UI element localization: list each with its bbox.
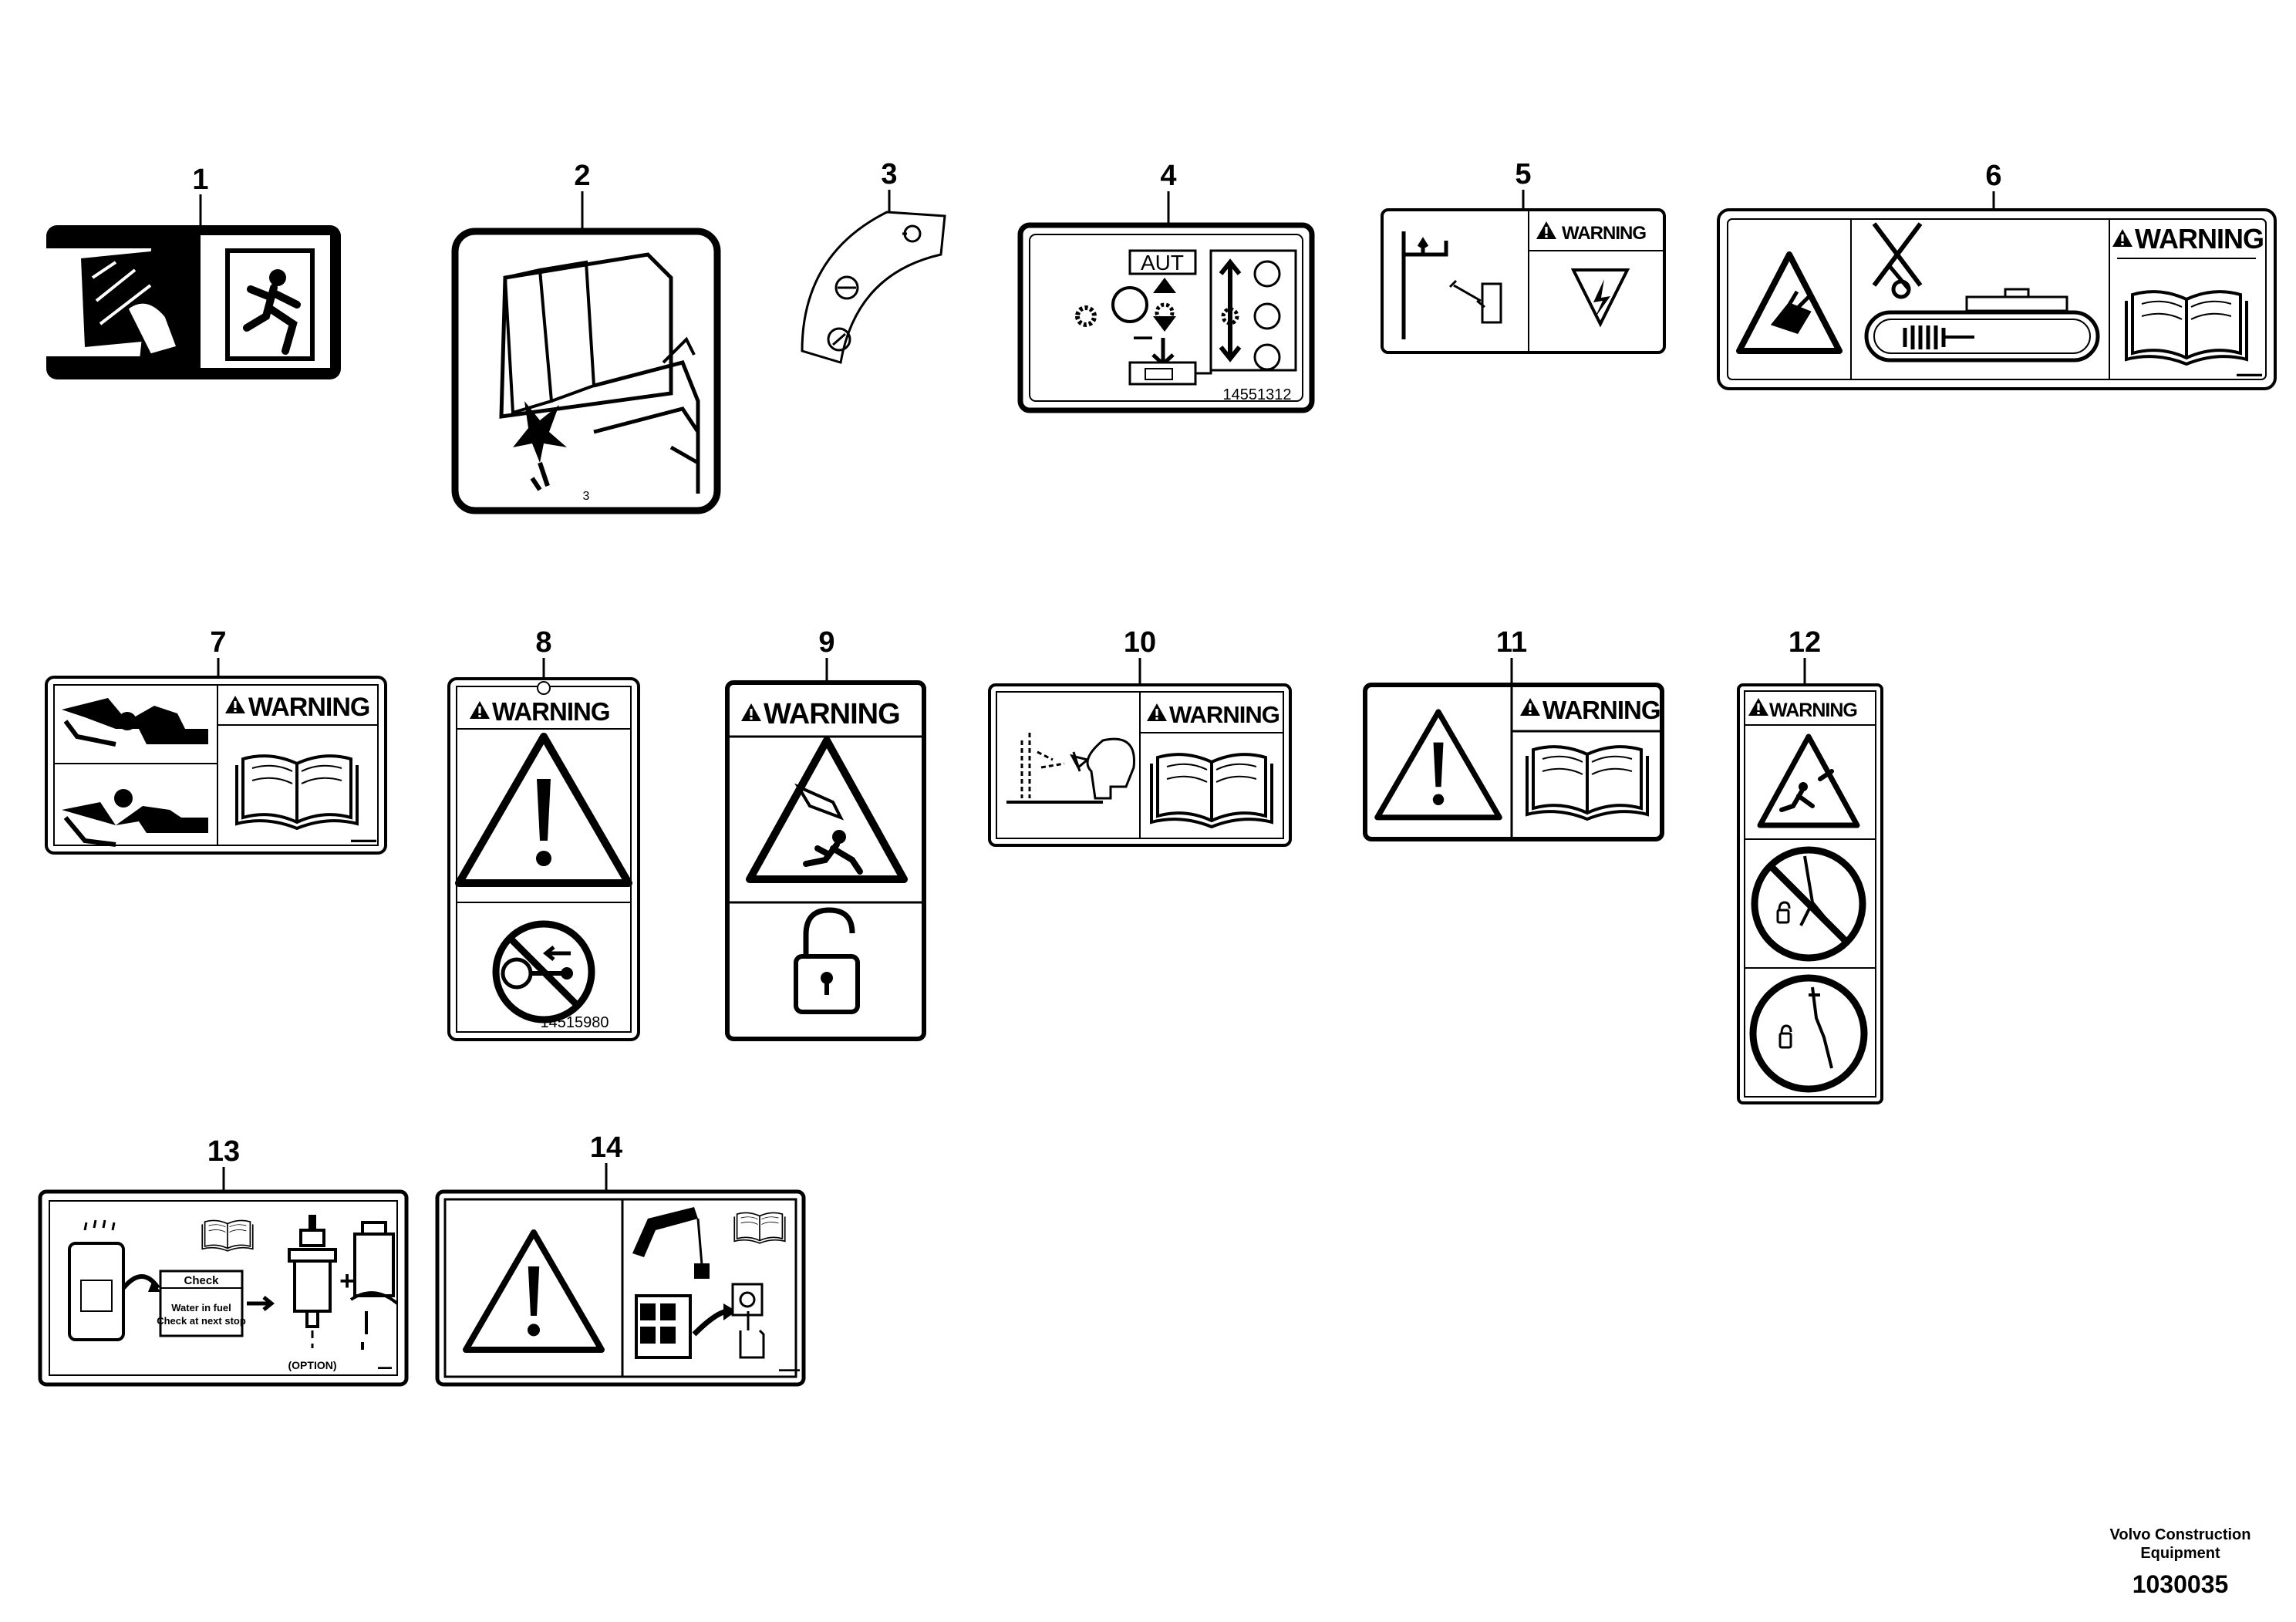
- callout-14: 14: [590, 1131, 622, 1164]
- label-7: 7 WARNING ▬▬▬: [45, 626, 387, 855]
- warning-8: WARNING: [492, 697, 610, 726]
- svg-text:▬▬: ▬▬: [1134, 331, 1152, 342]
- warning-7: WARNING: [248, 693, 369, 722]
- label-2: 2 3: [451, 160, 721, 514]
- callout-6: 6: [1985, 160, 2001, 192]
- callout-13: 13: [207, 1135, 240, 1168]
- callout-1: 1: [192, 164, 208, 196]
- label-11: 11 WARNING: [1363, 626, 1664, 841]
- svg-text:▬▬: ▬▬: [378, 1363, 392, 1371]
- part-number-4: 14551312: [1223, 386, 1292, 403]
- warning-11: WARNING: [1542, 696, 1660, 724]
- label-4: 4 AUT ▬▬ 14551312: [1017, 160, 1315, 413]
- label-5: 5 WARNING: [1381, 158, 1666, 354]
- label-14: 14 ▬▬▬: [435, 1131, 806, 1387]
- illustration-code: 1030035: [2132, 1570, 2229, 1598]
- warning-10: WARNING: [1169, 701, 1279, 728]
- label-9: 9 WARNING: [725, 626, 926, 1041]
- publisher-block: Volvo Construction Equipment 1030035: [2095, 1526, 2265, 1599]
- svg-text:3: 3: [583, 490, 590, 503]
- label-1: 1: [24, 164, 341, 379]
- callout-9: 9: [818, 626, 834, 659]
- check-next-text: Check at next stop: [157, 1315, 246, 1327]
- label-3: 3: [801, 158, 946, 364]
- callout-2: 2: [574, 160, 590, 192]
- warning-9: WARNING: [764, 698, 900, 730]
- label-12: 12 WARNING: [1737, 626, 1883, 1104]
- label-13: 13 Check Water in fuel Check at next sto…: [38, 1135, 409, 1387]
- callout-7: 7: [210, 626, 226, 659]
- label-6: 6 WARNING ▬▬▬: [1717, 160, 2277, 390]
- company-line-2: Equipment: [2140, 1545, 2220, 1562]
- part-number-8: 14515980: [541, 1014, 609, 1031]
- warning-5: WARNING: [1562, 223, 1646, 244]
- callout-11: 11: [1496, 626, 1527, 659]
- callout-8: 8: [535, 626, 551, 659]
- warning-6: WARNING: [2135, 223, 2264, 255]
- company-line-1: Volvo Construction: [2109, 1526, 2251, 1543]
- label-10: 10 WARNING: [988, 626, 1292, 847]
- svg-text:▬▬▬: ▬▬▬: [351, 835, 376, 845]
- check-text: Check: [184, 1274, 219, 1287]
- svg-text:▬▬▬: ▬▬▬: [2237, 369, 2262, 379]
- mode-text: AUT: [1141, 251, 1184, 275]
- label-8: 8 WARNING 14515980: [447, 626, 640, 1041]
- option-text: (OPTION): [288, 1359, 337, 1371]
- callout-10: 10: [1124, 626, 1156, 659]
- svg-text:+: +: [339, 1266, 355, 1296]
- callout-12: 12: [1789, 626, 1821, 659]
- warning-12: WARNING: [1769, 700, 1857, 721]
- callout-5: 5: [1515, 158, 1531, 191]
- callout-3: 3: [881, 158, 897, 191]
- water-text: Water in fuel: [171, 1302, 231, 1313]
- svg-text:▬▬▬: ▬▬▬: [779, 1365, 800, 1373]
- callout-4: 4: [1160, 160, 1176, 192]
